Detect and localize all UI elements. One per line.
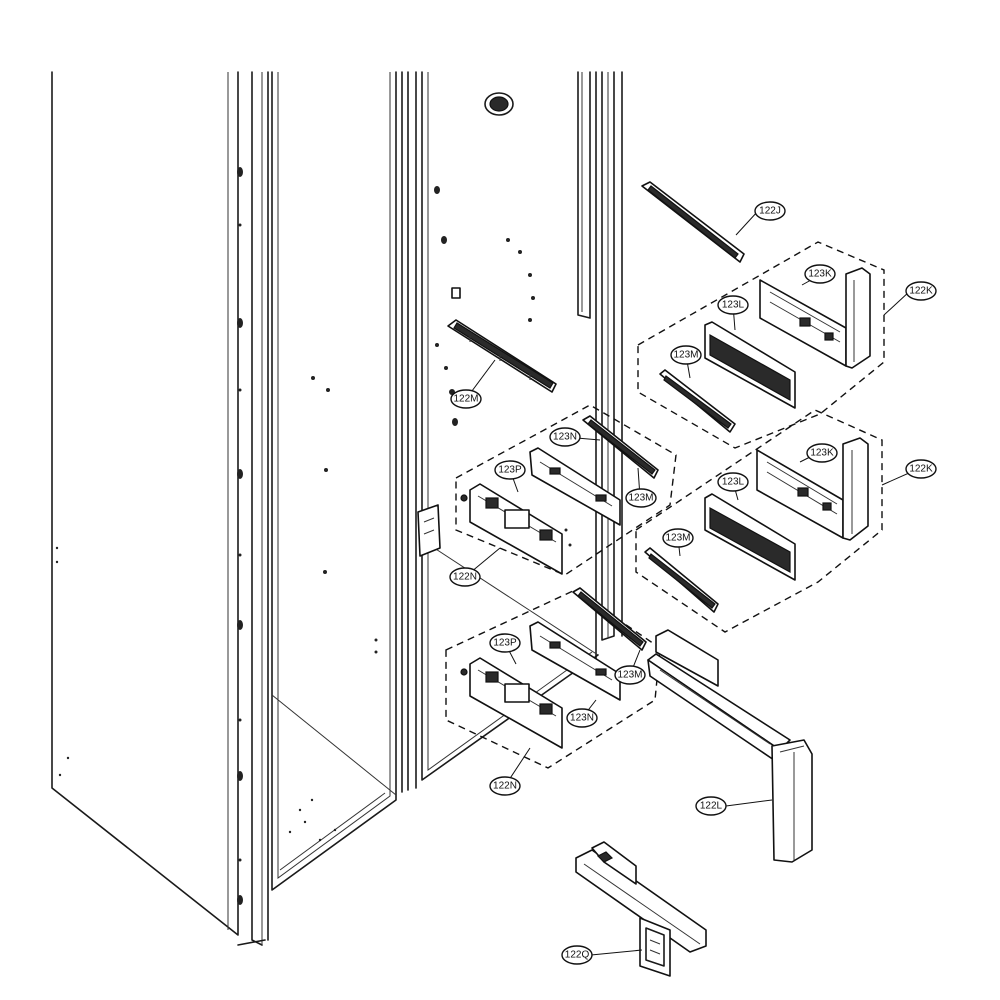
liner-dots-left	[55, 376, 378, 842]
flange-screw-holes	[237, 167, 243, 905]
callout-123n-upper: 123N	[549, 427, 581, 447]
part-123m-lower-rail	[572, 587, 647, 651]
svg-text:123K: 123K	[808, 269, 832, 280]
part-123p-upper	[460, 483, 563, 575]
callout-122m: 122M	[450, 389, 482, 409]
callout-123l-top: 123L	[717, 295, 749, 315]
callout-122k-top: 122K	[905, 281, 937, 301]
part-123k-lower	[756, 437, 869, 541]
callout-123l-lower: 123L	[717, 472, 749, 492]
part-123n-upper	[529, 447, 621, 526]
callout-123p-upper: 123P	[494, 460, 526, 480]
callout-123m-lower: 123M	[662, 528, 694, 548]
svg-text:122J: 122J	[759, 206, 781, 217]
svg-text:123L: 123L	[722, 300, 745, 311]
svg-text:122Q: 122Q	[565, 950, 590, 961]
callout-123n-lower: 123N	[566, 708, 598, 728]
callout-122k-lower: 122K	[905, 459, 937, 479]
callout-122l: 122L	[695, 796, 727, 816]
part-123p-lower	[460, 657, 563, 749]
callout-123m-low-mid: 123M	[614, 665, 646, 685]
part-122q-bracket	[575, 841, 707, 977]
svg-text:122L: 122L	[700, 801, 723, 812]
liner-holes-right	[434, 186, 572, 547]
svg-text:122N: 122N	[493, 781, 517, 792]
part-122k-lower-assembly	[635, 409, 883, 633]
part-123m-upper	[582, 415, 659, 479]
refrigerator-cabinet	[51, 71, 623, 946]
callout-122n-lower: 122N	[489, 776, 521, 796]
part-123l-top	[704, 321, 796, 409]
part-123m-lower	[644, 547, 719, 613]
part-122l-rail-assembly	[647, 629, 813, 863]
callout-122j: 122J	[754, 201, 786, 221]
svg-text:123L: 123L	[722, 477, 745, 488]
svg-text:123N: 123N	[553, 432, 577, 443]
svg-text:122N: 122N	[453, 572, 477, 583]
svg-text:123P: 123P	[498, 465, 522, 476]
part-123m-top	[659, 369, 736, 433]
part-123k-top	[759, 267, 871, 369]
svg-text:123M: 123M	[628, 493, 653, 504]
svg-text:122K: 122K	[909, 286, 933, 297]
callout-123k-top: 123K	[804, 264, 836, 284]
callout-123m-top: 123M	[670, 345, 702, 365]
callout-123p-lower: 123P	[489, 633, 521, 653]
grommet	[484, 92, 514, 116]
svg-text:123M: 123M	[665, 533, 690, 544]
part-122m-rail	[447, 319, 557, 393]
part-123l-lower	[704, 493, 796, 581]
callout-123m-upper: 123M	[625, 488, 657, 508]
svg-text:122K: 122K	[909, 464, 933, 475]
svg-text:123P: 123P	[493, 638, 517, 649]
part-122n-lower-assembly	[445, 587, 661, 769]
svg-text:123M: 123M	[617, 670, 642, 681]
part-122j-rail	[641, 181, 745, 263]
callout-122q: 122Q	[561, 945, 593, 965]
svg-text:123N: 123N	[570, 713, 594, 724]
part-122k-top-assembly	[637, 241, 885, 449]
svg-text:123K: 123K	[810, 448, 834, 459]
part-123n-lower	[529, 621, 621, 701]
callout-123k-lower: 123K	[806, 443, 838, 463]
svg-text:122M: 122M	[453, 394, 478, 405]
svg-text:123M: 123M	[673, 350, 698, 361]
callout-122n-upper: 122N	[449, 567, 481, 587]
part-122n-upper-assembly	[455, 404, 677, 576]
